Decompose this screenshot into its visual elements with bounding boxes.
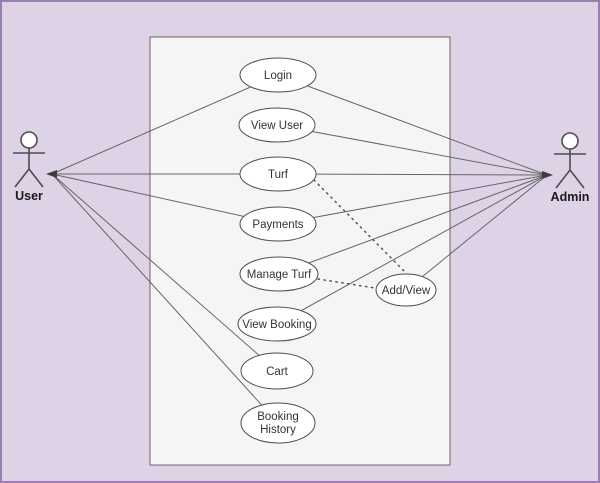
actor-admin: Admin: [551, 132, 590, 204]
add-view-ellipse: [375, 273, 437, 307]
use-case-nodes: Login View User Turf Payments Manage Tur…: [237, 57, 437, 444]
edge-user-booking-history: [51, 173, 279, 424]
user-actor-head: [20, 131, 38, 149]
edge-user-payments: [51, 173, 279, 225]
admin-actor-head: [561, 132, 579, 150]
edge-admin-turf: [277, 173, 548, 176]
payments-ellipse: [239, 206, 317, 242]
use-case-cart: Cart: [240, 352, 314, 390]
turf-label: Turf: [268, 169, 289, 181]
booking-history-label-line1: Booking: [257, 411, 299, 423]
dotted-dependency-edges: [313, 179, 406, 289]
use-case-view-user: View User: [238, 107, 316, 143]
edge-admin-view-booking: [276, 174, 548, 325]
system-boundary: [149, 36, 451, 466]
payments-label: Payments: [252, 219, 303, 231]
user-actor-right-leg: [28, 168, 44, 188]
actor-user: User: [13, 131, 45, 203]
user-actor-label: User: [15, 189, 43, 203]
use-case-manage-turf: Manage Turf: [239, 256, 319, 292]
login-ellipse: [239, 57, 317, 93]
edge-turf-add-view: [313, 179, 406, 273]
login-label: Login: [264, 70, 292, 82]
turf-ellipse: [239, 156, 317, 192]
arrowhead-admin: [542, 171, 553, 179]
arrowhead-user: [46, 170, 57, 178]
admin-actor-right-leg: [569, 169, 585, 189]
edge-user-cart: [51, 173, 278, 372]
use-case-payments: Payments: [239, 206, 317, 242]
add-view-label: Add/View: [382, 285, 431, 297]
edge-admin-manage-turf: [278, 174, 548, 275]
edge-manage-turf-add-view: [317, 278, 376, 289]
view-booking-ellipse: [237, 306, 317, 342]
manage-turf-label: Manage Turf: [247, 269, 312, 281]
user-association-edges: [51, 74, 279, 424]
view-user-label: View User: [251, 120, 303, 132]
cart-ellipse: [240, 352, 314, 390]
booking-history-ellipse: [240, 402, 316, 444]
use-case-view-booking: View Booking: [237, 306, 317, 342]
use-case-turf: Turf: [239, 156, 317, 192]
edge-admin-login: [277, 74, 548, 176]
admin-actor-label: Admin: [551, 190, 590, 204]
view-user-ellipse: [238, 107, 316, 143]
use-case-login: Login: [239, 57, 317, 93]
admin-actor-left-leg: [555, 169, 571, 189]
edge-admin-add-view: [405, 174, 548, 291]
edge-user-login: [51, 74, 279, 175]
use-case-add-view: Add/View: [375, 273, 437, 307]
manage-turf-ellipse: [239, 256, 319, 292]
edge-admin-view-user: [276, 124, 548, 176]
view-booking-label: View Booking: [242, 319, 311, 331]
use-case-booking-history: Booking History: [240, 402, 316, 444]
admin-association-edges: [276, 74, 548, 325]
cart-label: Cart: [266, 366, 289, 378]
user-actor-left-leg: [14, 168, 30, 188]
edge-admin-payments: [277, 174, 548, 225]
booking-history-label-line2: History: [260, 424, 296, 436]
